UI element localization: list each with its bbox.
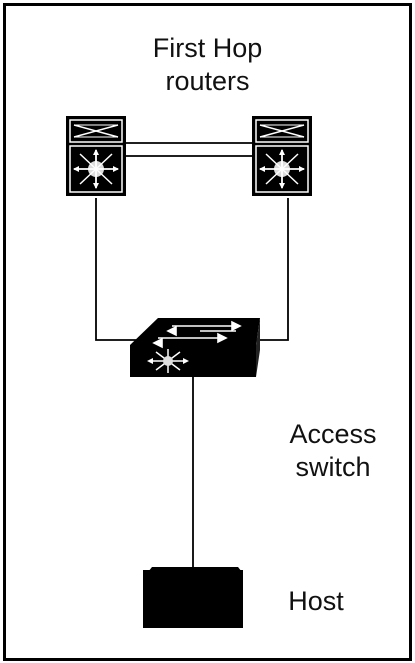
left-router-to-switch-link bbox=[95, 198, 140, 341]
title-line-1: First Hop bbox=[152, 33, 263, 63]
multilayer-switch-icon bbox=[251, 115, 313, 197]
links bbox=[95, 142, 289, 568]
access-switch-label: Access switch bbox=[278, 418, 388, 484]
switch-icon bbox=[130, 318, 260, 377]
access-line-2: switch bbox=[295, 452, 371, 482]
title-line-2: routers bbox=[165, 66, 250, 96]
first-hop-routers-label: First Hop routers bbox=[0, 32, 415, 98]
host bbox=[143, 567, 243, 628]
first-hop-router-left bbox=[65, 115, 127, 197]
host-icon bbox=[143, 567, 243, 628]
right-router-to-switch-link bbox=[254, 198, 289, 341]
host-label: Host bbox=[288, 586, 344, 616]
access-switch bbox=[130, 318, 260, 377]
first-hop-router-right bbox=[251, 115, 313, 197]
multilayer-switch-icon bbox=[65, 115, 127, 197]
access-line-1: Access bbox=[289, 419, 377, 449]
